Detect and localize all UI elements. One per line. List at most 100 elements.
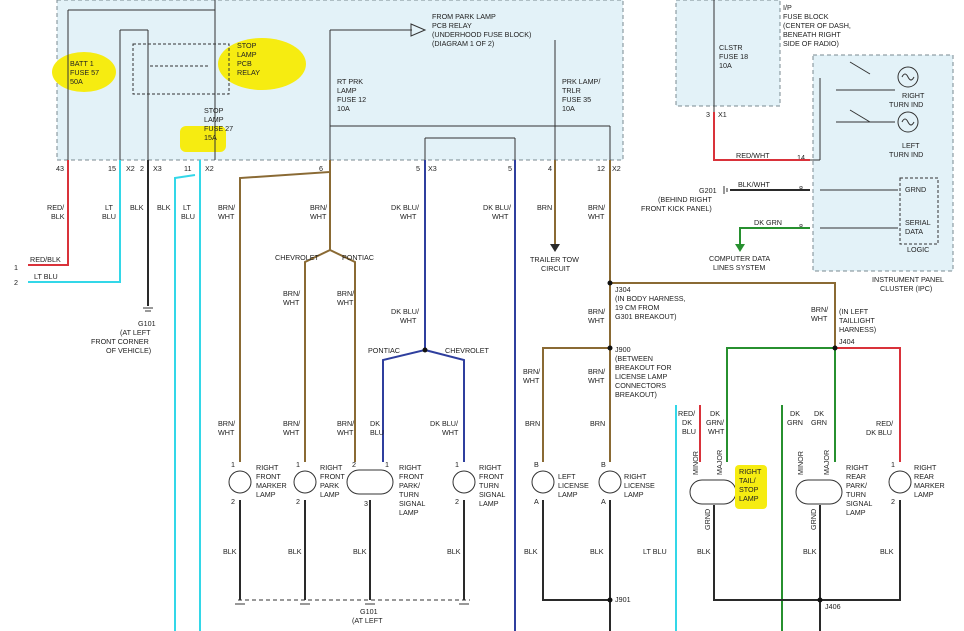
svg-text:BRN/WHT: BRN/WHT [337, 419, 354, 437]
j406-label: J406 [825, 602, 841, 611]
svg-text:BRN/WHT: BRN/WHT [218, 419, 235, 437]
svg-text:1: 1 [385, 460, 389, 469]
cluster-grnd: GRND [905, 185, 926, 194]
splice-dots [422, 280, 838, 603]
ground-g101-icon [143, 307, 153, 312]
wire-red-blk [28, 160, 69, 266]
svg-text:15: 15 [108, 164, 116, 173]
lamp-icons [228, 469, 912, 505]
svg-text:BRN/WHT: BRN/WHT [588, 307, 605, 325]
svg-text:BLK: BLK [803, 547, 817, 556]
rear-marker-lamp-icon [888, 470, 912, 494]
wire-brn-wht-j404 [610, 282, 836, 348]
svg-text:BLK/WHT: BLK/WHT [738, 180, 771, 189]
g101-bottom-label: G101(AT LEFT [352, 607, 383, 625]
front-park-lamp-icon [293, 470, 317, 494]
svg-text:DK BLU/WHT: DK BLU/WHT [483, 203, 511, 221]
svg-text:MINOR: MINOR [691, 451, 700, 475]
svg-text:BLK: BLK [288, 547, 302, 556]
wire-lt-blu-2 [174, 174, 196, 631]
trailer-arrow-icon [550, 244, 560, 252]
svg-text:1: 1 [296, 460, 300, 469]
tail-stop-highlight [735, 465, 767, 509]
svg-text:6: 6 [319, 164, 323, 173]
wire-dk-grn-data [739, 227, 810, 245]
svg-text:BLK: BLK [524, 547, 538, 556]
fuse-box-pins: 43 15 X2 2 X3 11 X2 6 5 X3 5 4 12 X2 [56, 164, 621, 173]
grnd-box [899, 177, 939, 245]
svg-text:43: 43 [56, 164, 64, 173]
svg-text:BLK: BLK [447, 547, 461, 556]
right-license-lamp-icon [598, 470, 622, 494]
wire-dk-blu-wht-2 [424, 349, 465, 462]
svg-text:DK BLU/WHT: DK BLU/WHT [391, 307, 419, 325]
branch-chevrolet: CHEVROLET [275, 253, 320, 262]
svg-text:BLK: BLK [697, 547, 711, 556]
stop-relay-highlight [218, 38, 306, 90]
cluster-logic: LOGIC [907, 245, 929, 254]
fuse-box-internal [67, 0, 611, 160]
right-turn-ind-icon [897, 66, 919, 88]
svg-text:GRND: GRND [703, 509, 712, 530]
svg-text:DK BLU/WHT: DK BLU/WHT [430, 419, 459, 437]
svg-text:BRN/WHT: BRN/WHT [283, 289, 300, 307]
svg-text:BRN/WHT: BRN/WHT [588, 367, 605, 385]
svg-text:X3: X3 [153, 164, 162, 173]
svg-text:1: 1 [455, 460, 459, 469]
left-connector: 1 2 RED/BLK LT BLU [14, 255, 61, 287]
svg-text:1: 1 [891, 460, 895, 469]
svg-text:1: 1 [14, 263, 18, 272]
ground-g201-icon [723, 186, 728, 194]
branch-pontiac: PONTIAC [342, 253, 374, 262]
svg-text:B: B [601, 460, 606, 469]
svg-text:LT BLU: LT BLU [34, 272, 58, 281]
underhood-fuse-box [56, 0, 624, 161]
front-turn-lamp-icon [452, 470, 476, 494]
svg-text:X2: X2 [126, 164, 135, 173]
wire-dk-grn-j404 [726, 347, 835, 462]
svg-text:5: 5 [416, 164, 420, 173]
svg-text:X3: X3 [428, 164, 437, 173]
svg-text:BRN/WHT: BRN/WHT [523, 367, 540, 385]
svg-text:BRN: BRN [590, 419, 605, 428]
svg-text:2: 2 [14, 278, 18, 287]
wire-red-dkblu-j404 [835, 347, 901, 462]
svg-text:BLK: BLK [353, 547, 367, 556]
j901-label: J901 [615, 595, 631, 604]
svg-text:2: 2 [296, 497, 300, 506]
wire-dk-blu-wht [382, 160, 426, 462]
svg-text:BRN/WHT: BRN/WHT [337, 289, 354, 307]
svg-text:A: A [601, 497, 606, 506]
wires [28, 112, 901, 631]
svg-text:BRN: BRN [537, 203, 552, 212]
svg-text:BLK: BLK [880, 547, 894, 556]
svg-text:1: 1 [231, 460, 235, 469]
svg-text:RED/WHT: RED/WHT [736, 151, 770, 160]
